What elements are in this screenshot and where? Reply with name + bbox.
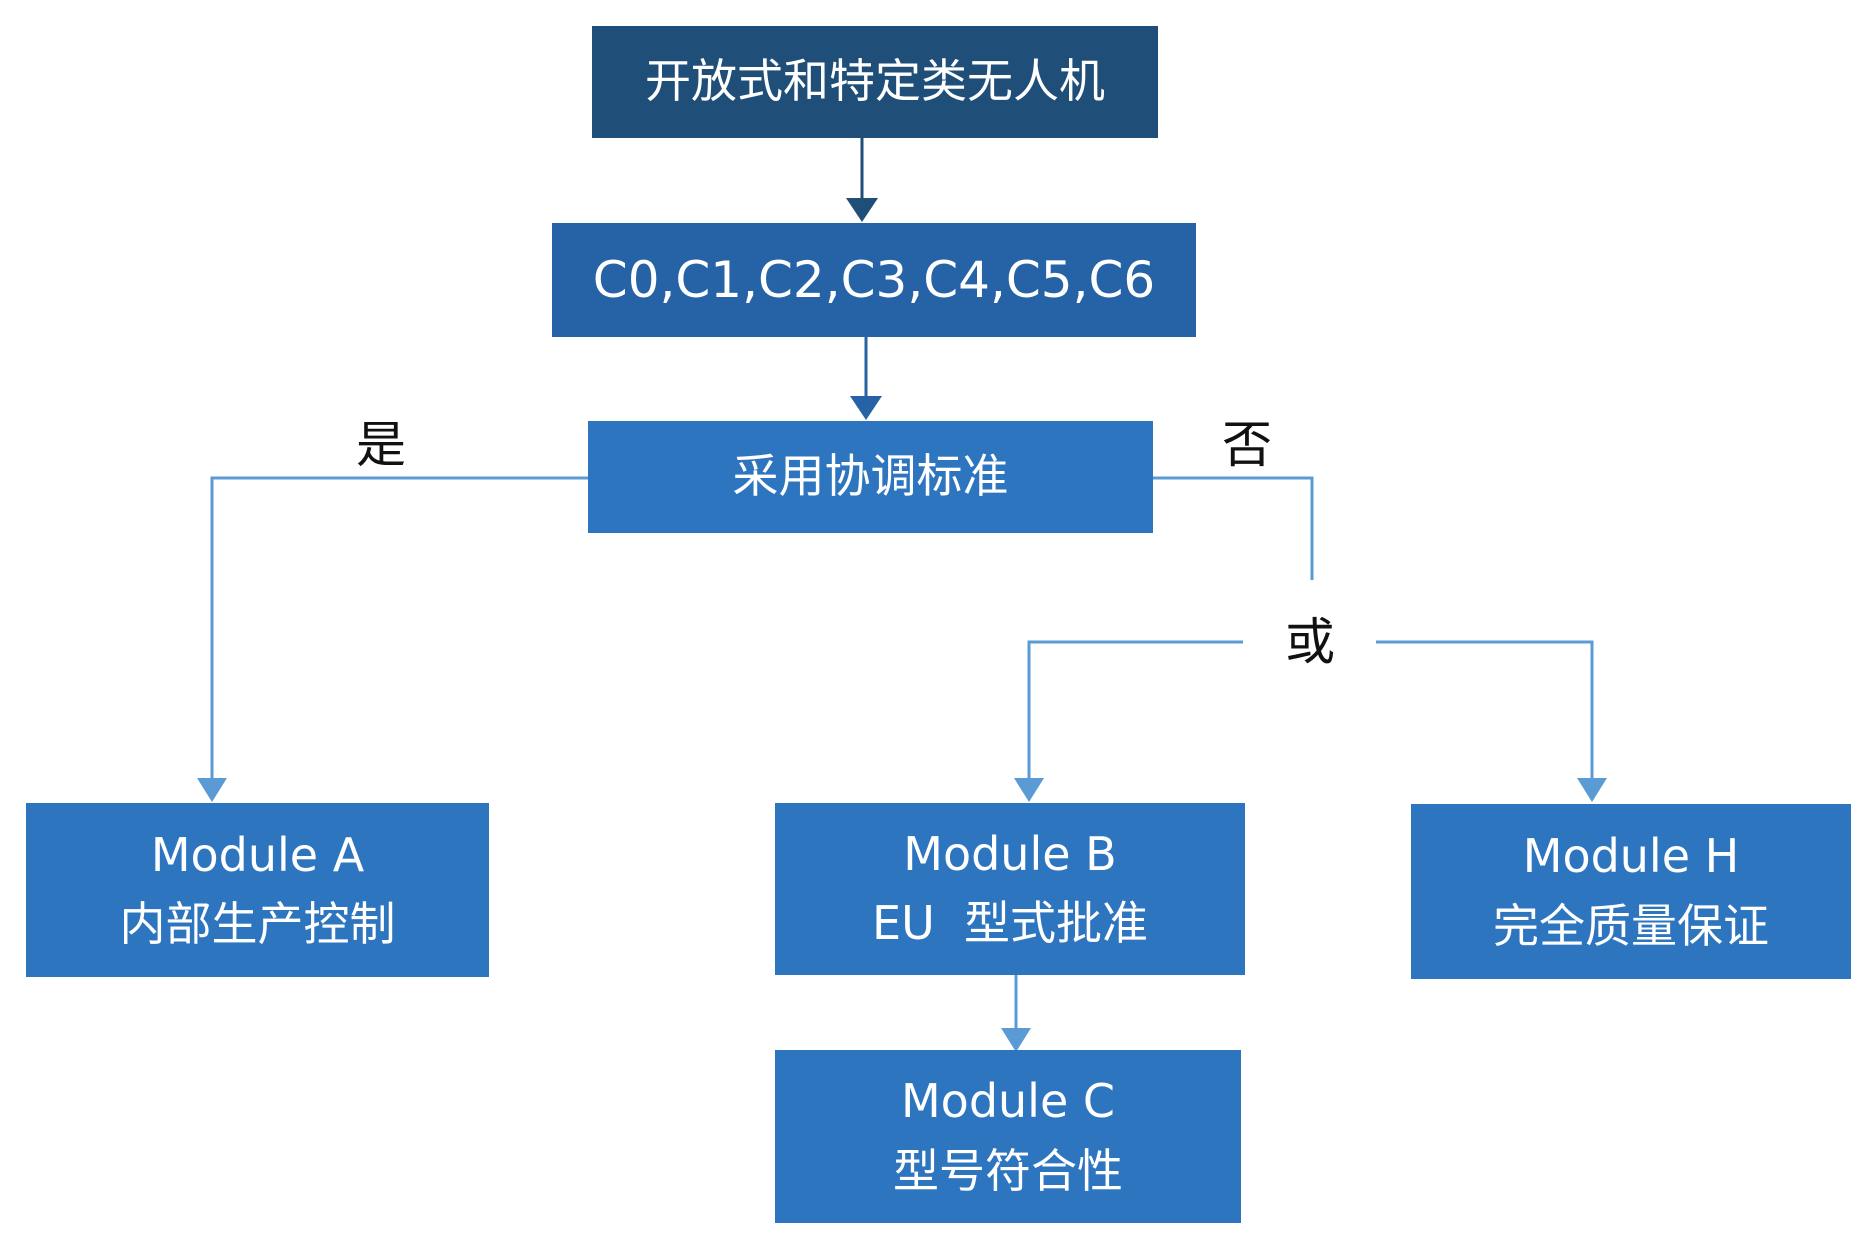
module-a-node: Module A 内部生产控制	[26, 803, 489, 977]
decision-node-label: 采用协调标准	[732, 449, 1009, 504]
module-c-node: Module C 型号符合性	[775, 1050, 1241, 1223]
line-no-branch	[1153, 476, 1314, 580]
root-node-label: 开放式和特定类无人机	[645, 54, 1105, 109]
arrow-or-to-module-h	[1376, 640, 1607, 802]
arrow-or-to-module-b	[1014, 640, 1243, 802]
module-b-title: Module B	[903, 826, 1117, 881]
arrow-classes-to-decision	[850, 337, 882, 420]
label-or: 或	[1285, 613, 1335, 671]
module-b-node: Module B EU 型式批准	[775, 803, 1245, 975]
classes-node: C0,C1,C2,C3,C4,C5,C6	[552, 223, 1196, 337]
label-yes: 是	[356, 416, 406, 474]
root-node: 开放式和特定类无人机	[592, 26, 1158, 138]
module-c-title: Module C	[900, 1074, 1115, 1128]
module-h-node: Module H 完全质量保证	[1411, 804, 1851, 979]
label-no: 否	[1222, 416, 1272, 474]
module-a-title: Module A	[150, 827, 365, 882]
classes-node-label: C0,C1,C2,C3,C4,C5,C6	[592, 250, 1156, 309]
module-c-subtitle: 型号符合性	[893, 1143, 1123, 1198]
arrow-module-b-to-module-c	[1001, 975, 1031, 1052]
module-a-subtitle: 内部生产控制	[119, 897, 396, 951]
module-h-title: Module H	[1522, 829, 1740, 883]
arrow-root-to-classes	[846, 138, 878, 222]
arrow-yes-to-module-a	[197, 476, 588, 802]
module-h-subtitle: 完全质量保证	[1493, 898, 1769, 953]
decision-node: 采用协调标准	[588, 421, 1153, 533]
module-b-subtitle: EU 型式批准	[872, 896, 1148, 950]
